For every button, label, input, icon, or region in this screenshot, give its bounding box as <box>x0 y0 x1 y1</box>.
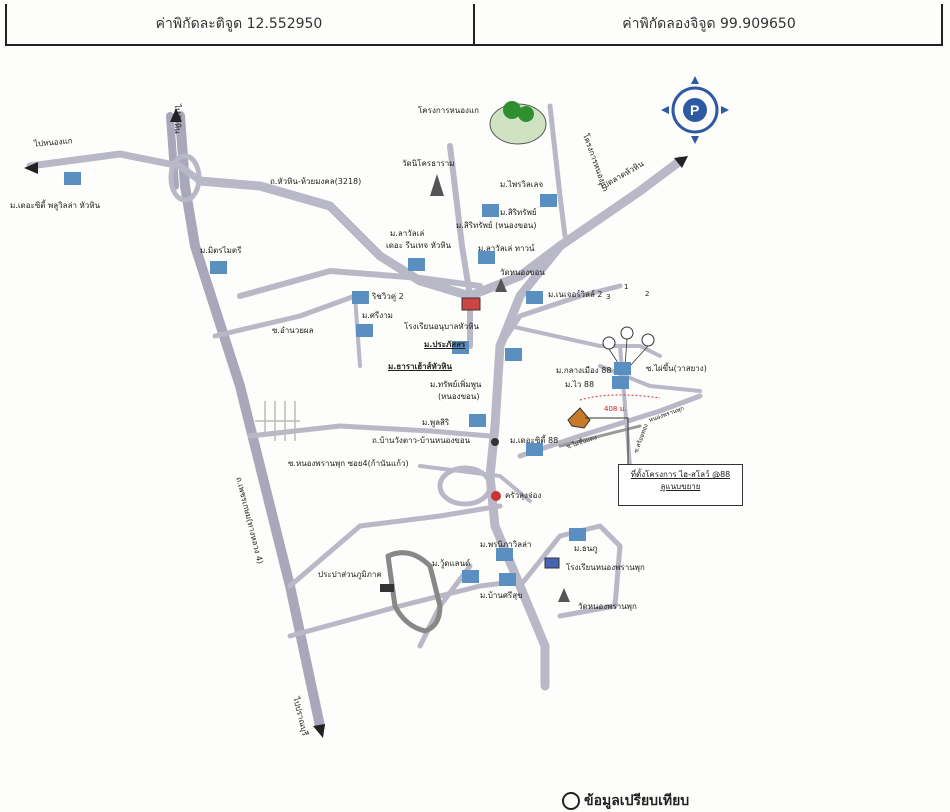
building-icon <box>452 341 469 354</box>
latitude-label: ค่าพิกัดละติจูด 12.552950 <box>155 16 323 32</box>
road-label: ซ.อำนวยผล <box>272 326 314 335</box>
place-label: วัดหนองขอน <box>500 268 545 277</box>
place-label: ม.ทรัพย์เพิ่มพูน <box>430 380 482 389</box>
circle-label: 1 <box>624 283 629 291</box>
building-icon <box>64 172 81 185</box>
building-icon <box>408 258 425 271</box>
building-icon <box>469 414 486 427</box>
building-icon <box>505 348 522 361</box>
building-icon <box>356 324 373 337</box>
coordinates-header: ค่าพิกัดละติจูด 12.552950 ค่าพิกัดลองจิจ… <box>5 4 943 46</box>
place-label: โรงเรียนหนองพรานพุก <box>566 563 645 572</box>
place-label: ประปาส่วนภูมิภาค <box>318 570 382 579</box>
circle-label: 3 <box>606 293 611 301</box>
place-label: วัดหนองพรานพุก <box>578 602 637 611</box>
place-label: ม.ไว 88 <box>565 380 595 389</box>
building-icon <box>499 573 516 586</box>
place-label: ม.เดอะซิตี้ 88 <box>510 436 559 445</box>
building-icon <box>526 443 543 456</box>
building-icon <box>482 204 499 217</box>
place-label: ม.พรนิภาวิลล่า <box>480 540 532 549</box>
svg-text:P: P <box>690 102 699 118</box>
road-label: ไปหัวหิน <box>173 104 182 134</box>
place-label: ม.วู้ดแลนด์ <box>432 559 471 568</box>
road-label: ถ.บ้านวังตาว-บ้านหนองขอน <box>372 436 471 445</box>
place-label: ม.ธนภู <box>574 544 598 553</box>
area-map[interactable]: P ไปหัวหิน ไปหนองแก ถ.หัวหิน-ห้วยมงคล(32… <box>0 46 950 810</box>
distance-label: 408 ม. <box>604 405 627 413</box>
place-label: ม.สิริทรัพย์ (หนองขอน) <box>456 221 537 230</box>
place-label: ม.กลางเมือง 88 <box>556 366 612 375</box>
building-icon <box>526 291 543 304</box>
project-site-title: ที่ตั้งโครงการ ไฮ-สโลว์ @88 <box>630 470 731 479</box>
place-label: ม.บ้านศรีสุข <box>480 591 523 600</box>
place-label: ริชวิวคู่ 2 <box>372 292 404 301</box>
building-icon <box>569 528 586 541</box>
place-label: ม.เดอะซิตี้ พลูวิลล่า หัวหิน <box>10 201 101 210</box>
road-label: ซ.ไผ่ขึ้น(วาสยาง) <box>646 364 707 373</box>
place-label: ม.ลาวัลเล่ ทาวน์ <box>478 244 535 253</box>
place-label: (หนองขอน) <box>438 392 480 401</box>
place-label: โครงการหนองแก <box>418 106 479 115</box>
building-icon <box>614 362 631 375</box>
longitude-label: ค่าพิกัดลองจิจูด 99.909650 <box>473 4 943 44</box>
place-label: ม.ไพรวิลเลจ <box>500 180 544 189</box>
road-label: ซ.หนองพรานพุก ซอย4(ก้านันแก้ว) <box>288 459 409 468</box>
building-icon <box>612 376 629 389</box>
road-network: P <box>24 76 729 738</box>
building-icon <box>540 194 557 207</box>
circle-label: 2 <box>645 290 650 298</box>
legend-label: ข้อมูลเปรียบเทียบ <box>584 793 690 809</box>
place-label: ม.มิตรไมตรี <box>200 246 242 255</box>
header-right-border <box>941 4 943 44</box>
building-icon <box>462 570 479 583</box>
road-label: ถ.หัวหิน-ห้วยมงคล(3218) <box>270 177 362 186</box>
place-label: ม.ศรีงาม <box>362 311 393 320</box>
compass-logo: P <box>661 76 729 144</box>
place-label: โรงเรียนอนุบาลหัวหิน <box>404 322 479 331</box>
place-label: ม.พูลสิริ <box>422 418 450 427</box>
place-label: ม.ธาราเฮ้าส์หัวหิน <box>388 362 452 371</box>
project-site-sub: ลูแนบขยาย <box>660 482 701 491</box>
place-label: ม.สิริทรัพย์ <box>500 208 537 217</box>
header-left-border <box>5 4 7 44</box>
building-icon <box>496 548 513 561</box>
building-icon <box>478 251 495 264</box>
building-icon <box>210 261 227 274</box>
place-label: ม.เนเจอร์วิลล์ 2 <box>548 290 603 299</box>
place-label: ม.ประภัสสร <box>424 340 466 349</box>
legend-circle-icon <box>562 792 580 810</box>
legend: ข้อมูลเปรียบเทียบ <box>562 790 689 812</box>
project-site-callout: ที่ตั้งโครงการ ไฮ-สโลว์ @88 ลูแนบขยาย <box>618 464 743 506</box>
place-label: ครัวลุงจ่อง <box>505 491 542 500</box>
place-label: วัดนิโครธาราม <box>402 159 455 168</box>
building-icon <box>352 291 369 304</box>
place-label: ม.ลาวัลเล่ <box>390 229 425 238</box>
place-label: เดอะ รีนเทจ หัวหิน <box>386 241 452 250</box>
